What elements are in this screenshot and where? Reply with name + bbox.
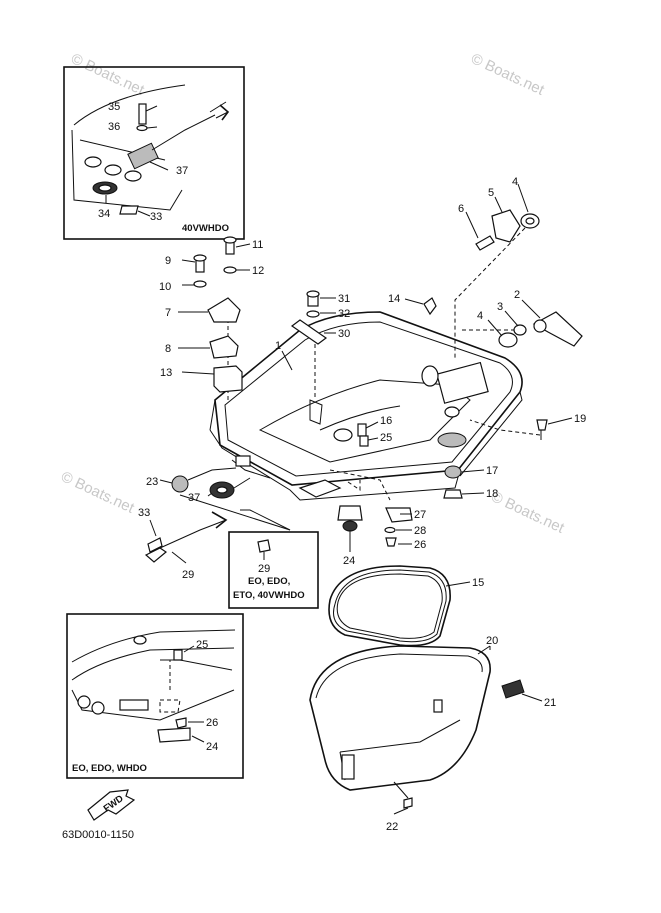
watermark: © Boats.net bbox=[58, 468, 137, 517]
callout-4: 4 bbox=[512, 176, 518, 188]
lever-bracket-group bbox=[465, 183, 540, 251]
inset-caption: EO, EDO, WHDO bbox=[72, 763, 147, 774]
inset-frame bbox=[228, 531, 319, 609]
inset-caption-line-2: ETO, 40VWHDO bbox=[233, 590, 305, 601]
callout-32: 32 bbox=[338, 308, 350, 320]
inset-eo-edo-eto: 29 EO, EDO, ETO, 40VWHDO bbox=[228, 531, 319, 609]
callout-17: 17 bbox=[486, 465, 498, 477]
callout-37: 37 bbox=[176, 165, 188, 177]
handle-group bbox=[290, 290, 336, 345]
callout-26: 26 bbox=[206, 717, 218, 729]
callout-33: 33 bbox=[150, 211, 162, 223]
callout-11: 11 bbox=[252, 239, 263, 251]
bracket-7 bbox=[207, 297, 241, 323]
lever-group bbox=[487, 299, 583, 348]
callout-29: 29 bbox=[182, 569, 194, 581]
left-parts-group bbox=[178, 236, 251, 393]
callout-35: 35 bbox=[108, 101, 120, 113]
callout-20: 20 bbox=[486, 635, 498, 647]
callout-27: 27 bbox=[414, 509, 426, 521]
callout-24: 24 bbox=[343, 555, 355, 567]
callout-6: 6 bbox=[458, 203, 464, 215]
callout-24: 24 bbox=[206, 741, 218, 753]
callout-28: 28 bbox=[414, 525, 426, 537]
callout-30: 30 bbox=[338, 328, 350, 340]
rubber-seal-15 bbox=[328, 565, 471, 647]
bottom-cowling-assembly bbox=[209, 227, 541, 501]
bottom-cowling bbox=[214, 311, 523, 486]
callout-31: 31 bbox=[338, 293, 350, 305]
callout-1: 1 bbox=[275, 340, 281, 352]
callout-33: 33 bbox=[138, 507, 150, 519]
inset-eo-edo-whdo: 25 26 24 EO, EDO, WHDO bbox=[66, 613, 244, 779]
callout-2: 2 bbox=[514, 289, 520, 301]
callout-22: 22 bbox=[386, 821, 398, 833]
callout-5: 5 bbox=[488, 187, 494, 199]
watermark: © Boats.net bbox=[488, 488, 567, 537]
watermark: © Boats.net bbox=[68, 50, 147, 99]
watermark: © Boats.net bbox=[468, 50, 547, 99]
callout-10: 10 bbox=[159, 281, 171, 293]
inset-40vwhdo: 35 36 37 34 33 40VWHDO bbox=[63, 66, 245, 240]
drain-plug-24 bbox=[337, 505, 363, 521]
callout-12: 12 bbox=[252, 265, 264, 277]
grommet-group bbox=[144, 467, 291, 564]
stopper-8 bbox=[209, 335, 239, 359]
callout-26: 26 bbox=[414, 539, 426, 551]
callout-23: 23 bbox=[146, 476, 158, 488]
callout-9: 9 bbox=[165, 255, 171, 267]
inset-frame bbox=[66, 613, 244, 779]
callout-18: 18 bbox=[486, 488, 498, 500]
lower-pan-20 bbox=[309, 645, 491, 791]
callout-19: 19 bbox=[574, 413, 586, 425]
callout-25: 25 bbox=[196, 639, 208, 651]
inset-frame bbox=[63, 66, 245, 240]
callout-15: 15 bbox=[472, 577, 484, 589]
callout-36: 36 bbox=[108, 121, 120, 133]
drawing-number: 63D0010-1150 bbox=[62, 829, 134, 841]
inset-caption-line-1: EO, EDO, bbox=[248, 576, 290, 587]
callout-25: 25 bbox=[380, 432, 392, 444]
callout-7: 7 bbox=[165, 307, 171, 319]
inset-caption: 40VWHDO bbox=[182, 223, 229, 234]
callout-8: 8 bbox=[165, 343, 171, 355]
callout-3: 3 bbox=[497, 301, 503, 313]
callout-21: 21 bbox=[544, 697, 556, 709]
callout-16: 16 bbox=[380, 415, 392, 427]
callout-13: 13 bbox=[160, 367, 172, 379]
callout-34: 34 bbox=[98, 208, 110, 220]
callout-4: 4 bbox=[477, 310, 483, 322]
forward-arrow-icon: FWD bbox=[87, 789, 136, 821]
callout-29: 29 bbox=[258, 563, 270, 575]
callout-14: 14 bbox=[388, 293, 400, 305]
callout-37: 37 bbox=[188, 492, 200, 504]
damper-13 bbox=[213, 365, 243, 393]
